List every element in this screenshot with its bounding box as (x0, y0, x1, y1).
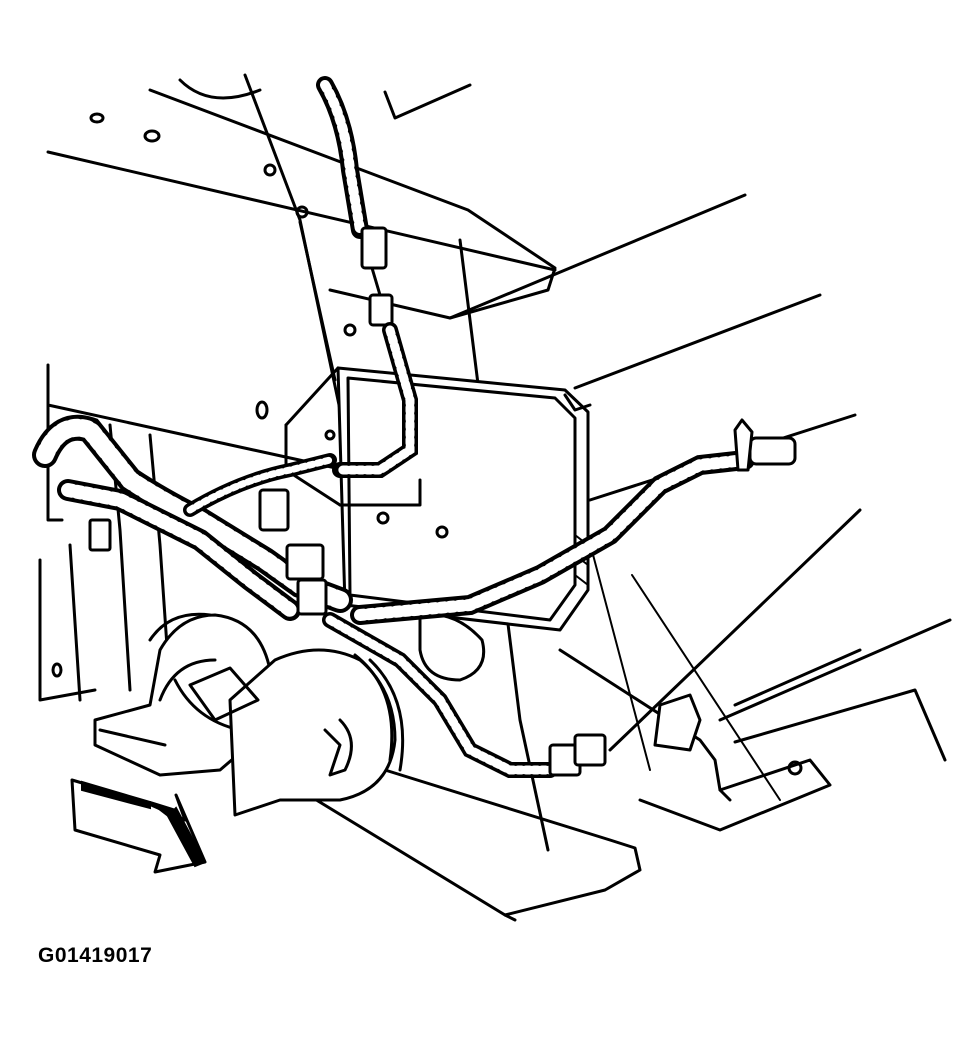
lower-panel (298, 413, 952, 922)
horn-right (188, 612, 486, 817)
wiring-harness (32, 76, 797, 778)
figure-id-label: G01419017 (38, 944, 153, 967)
upper-panel (38, 78, 822, 702)
front-arrow-icon (70, 778, 207, 874)
